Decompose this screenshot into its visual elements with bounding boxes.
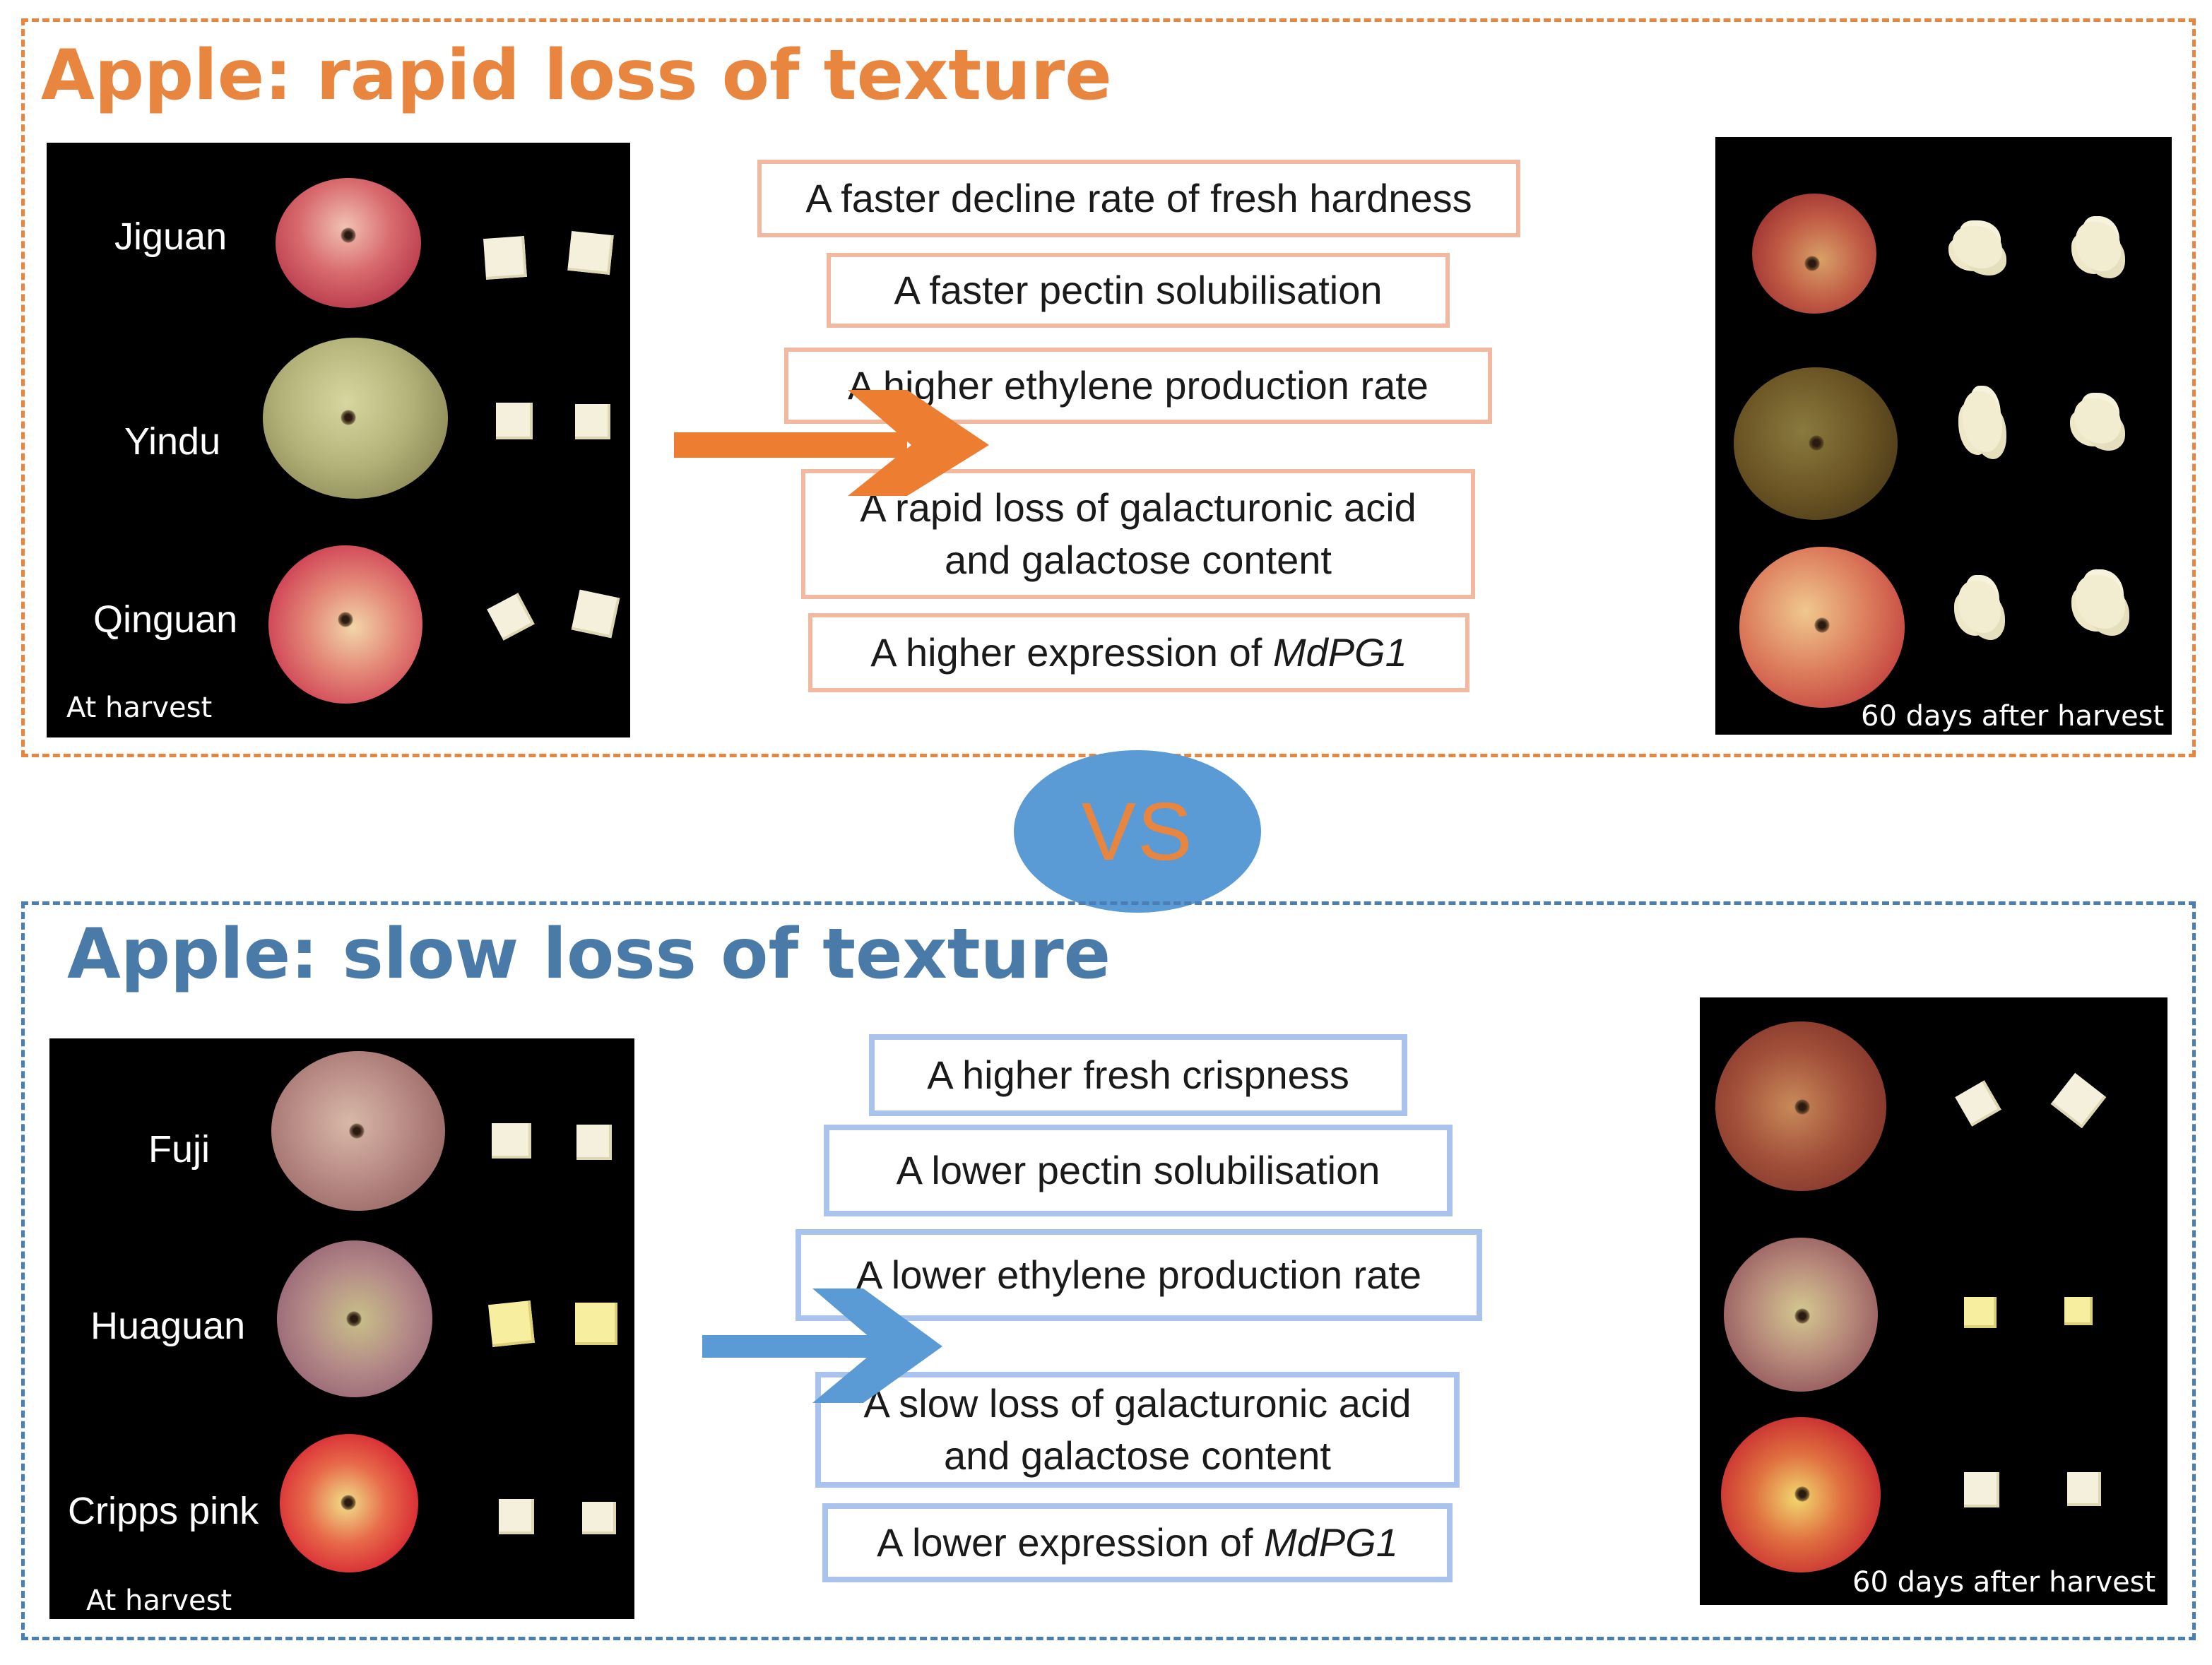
vs-badge: VS: [1014, 750, 1261, 913]
apple-cube: [488, 1300, 535, 1347]
softened-flesh: [1958, 581, 2001, 633]
variety-label-qinguan: Qinguan: [93, 598, 238, 641]
gene-name: MdPG1: [1272, 630, 1407, 675]
softened-flesh: [2074, 398, 2121, 444]
gene-name: MdPG1: [1263, 1520, 1398, 1565]
apple-cube: [575, 404, 610, 439]
trait-prefix: A lower expression of: [877, 1520, 1264, 1565]
trait-box-expression: A higher expression of MdPG1: [808, 613, 1469, 692]
softened-flesh: [2076, 222, 2121, 271]
trait-box: A higher ethylene production rate: [784, 348, 1492, 424]
trait-box-two-line: A slow loss of galacturonic acid and gala…: [815, 1372, 1460, 1488]
trait-box: A faster decline rate of fresh hardness: [757, 160, 1520, 237]
slow-60day-photo: 60 days after harvest: [1700, 997, 2167, 1605]
apple-cube: [571, 589, 620, 639]
apple-cube: [492, 1123, 531, 1159]
slow-harvest-photo: Fuji Huaguan Cripps pink At harvest: [49, 1038, 634, 1619]
softened-flesh: [1953, 226, 2002, 268]
at-harvest-caption: At harvest: [66, 692, 213, 724]
apple-cube: [567, 231, 614, 275]
slow-arrow: [702, 1288, 942, 1403]
apple-cube: [483, 236, 527, 280]
apple-cube: [575, 1303, 617, 1345]
rapid-60day-photo: 60 days after harvest: [1715, 137, 2172, 735]
apple-cube: [487, 593, 535, 641]
variety-label-yindu: Yindu: [124, 420, 221, 463]
trait-line: and galactose content: [944, 1433, 1331, 1478]
trait-box: A lower ethylene production rate: [796, 1229, 1482, 1321]
trait-box-expression: A lower expression of MdPG1: [822, 1503, 1453, 1582]
rapid-loss-title: Apple: rapid loss of texture: [41, 35, 1112, 116]
apple-cube: [1964, 1472, 1999, 1507]
at-harvest-caption: At harvest: [86, 1584, 232, 1617]
rapid-harvest-photo: Jiguan Yindu Qinguan At harvest: [47, 143, 630, 737]
arrow-head: [848, 390, 989, 496]
softened-flesh: [2076, 575, 2125, 629]
trait-prefix: A higher expression of: [870, 630, 1273, 675]
apple-cube: [2067, 1472, 2101, 1506]
apple-cube: [1955, 1080, 2001, 1127]
trait-line: and galactose content: [945, 538, 1332, 582]
sixty-days-caption: 60 days after harvest: [1861, 700, 2165, 733]
variety-label-huaguan: Huaguan: [90, 1305, 246, 1347]
apple-cube: [2050, 1072, 2107, 1129]
variety-label-fuji: Fuji: [148, 1128, 211, 1171]
apple-jiguan-60d: [1752, 194, 1876, 314]
sixty-days-caption: 60 days after harvest: [1852, 1566, 2156, 1599]
trait-box: A lower pectin solubilisation: [824, 1125, 1453, 1216]
apple-cube: [499, 1499, 534, 1534]
trait-box: A faster pectin solubilisation: [827, 253, 1450, 328]
apple-jiguan: [276, 178, 421, 308]
apple-cube: [576, 1125, 612, 1160]
trait-line: A rapid loss of galacturonic acid: [860, 485, 1416, 531]
apple-cube: [2064, 1297, 2093, 1325]
variety-label-jiguan: Jiguan: [114, 215, 227, 258]
rapid-arrow: [674, 390, 989, 496]
apple-cube: [496, 403, 533, 439]
trait-line: A slow loss of galacturonic acid: [863, 1381, 1412, 1426]
apple-cube: [1964, 1297, 1997, 1328]
apple-cube: [582, 1502, 616, 1534]
slow-loss-title: Apple: slow loss of texture: [67, 914, 1111, 995]
slow-loss-panel: [21, 901, 2196, 1640]
arrow-shaft: [674, 432, 907, 458]
softened-flesh: [1963, 391, 2002, 452]
arrow-head: [812, 1288, 942, 1403]
trait-box: A higher fresh crispness: [869, 1034, 1407, 1116]
variety-label-cripps-pink: Cripps pink: [68, 1490, 259, 1532]
